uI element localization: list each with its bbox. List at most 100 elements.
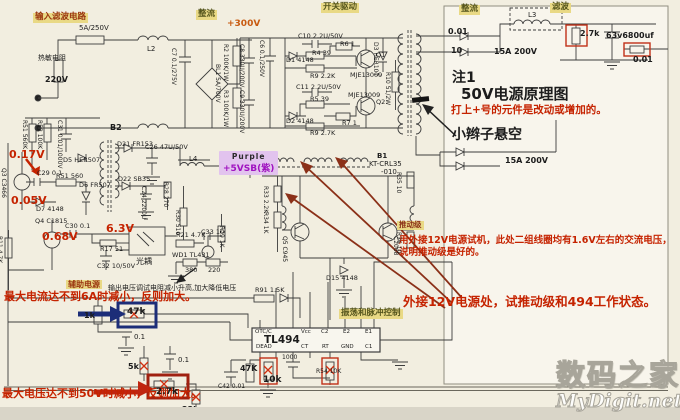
annotation-arrows — [25, 104, 463, 397]
section-label-filter: 滤波 — [550, 2, 572, 13]
component-label: B1 — [377, 152, 388, 160]
component-label: E2 — [343, 329, 350, 335]
component-label: -010 — [381, 168, 397, 176]
component-label: D2 4148 — [286, 117, 314, 125]
component-label: C31 0.01/1000V — [56, 120, 63, 169]
component-label: R11 4.7K — [0, 236, 3, 264]
ground-symbols — [118, 61, 620, 398]
component-label: R10 51/2W — [384, 72, 391, 106]
component-label: B2 — [110, 123, 122, 132]
section-label-aux-power: 辅助电源 — [66, 280, 102, 290]
component-label: R36 10 — [395, 232, 402, 254]
component-label: D1 4148 — [286, 56, 314, 64]
component-label: C2 — [321, 329, 329, 335]
component-label: MJE13009 — [350, 71, 383, 79]
component-label: R52 100K — [36, 120, 43, 150]
component-label: MJE13009 — [348, 91, 381, 99]
component-label: R2 100K/1W — [222, 44, 229, 82]
ext-12v-note: 外接12V电源处，试推动级和494工作状态。 — [403, 294, 657, 309]
component-label: 光耦 — [136, 257, 152, 266]
component-label: C24 2200U — [140, 186, 147, 220]
component-label: C6 0.1/250V — [258, 40, 265, 78]
component-label: D22 SB35 — [118, 175, 151, 183]
component-label: R9 2.2K — [310, 72, 336, 80]
pigtail-note: 小辫子悬空 — [452, 127, 522, 143]
component-label: C42 0.01 — [218, 383, 246, 390]
component-label: OTC/C — [255, 329, 272, 335]
component-label: Q2 — [376, 98, 386, 106]
component-label: D6 FR507 — [79, 181, 111, 189]
component-label: D3 HER107 — [372, 42, 379, 77]
ic-tl494: TL494 — [264, 334, 300, 346]
component-label: GND — [341, 344, 354, 350]
component-label: Q1 — [376, 51, 386, 59]
component-label: E1 — [365, 329, 372, 335]
component-label: C32 10/50V — [97, 262, 136, 270]
component-label: C1 — [365, 344, 373, 350]
standby-rail-label-voltage: +5VSB(紫) — [223, 164, 275, 174]
component-label: L2 — [147, 45, 156, 53]
component-label: C10 2.2U/50V — [298, 32, 343, 40]
modified-part-box-2k7 — [565, 24, 588, 47]
component-label: 63v6800uf — [606, 31, 654, 40]
voltage-63: 6.3V — [106, 222, 134, 235]
component-label: 220 — [208, 266, 221, 274]
bottom-margin-strip — [0, 407, 680, 420]
component-label: 5k — [128, 362, 139, 371]
wires-main — [4, 7, 668, 408]
component-label: Q3 C3466 — [0, 168, 7, 198]
component-label: Q4 C1815 — [35, 217, 68, 225]
component-label: 15A 200V — [494, 47, 537, 56]
component-label: R17 51 — [100, 245, 124, 253]
tuning-note: 输出电压调试电阻减小升高,加大降低电压 — [108, 284, 237, 292]
note1-line: 打上+号的元件是改动或增加的。 — [451, 104, 607, 116]
component-label: 1000 — [282, 354, 298, 361]
section-label-switch-drive: 开关驱动 — [321, 2, 360, 13]
component-label: 2.7k — [580, 29, 600, 38]
standby-rail-label-en: Purple — [231, 152, 266, 161]
transformer-pigtail — [411, 96, 430, 103]
component-label: 0.1 — [178, 356, 190, 364]
component-label: R51 560 — [56, 172, 84, 180]
component-label: C8 330U/200V — [238, 44, 245, 88]
component-label: C11 2.2U/50V — [296, 83, 341, 91]
component-label: Q5 C945 — [281, 236, 288, 263]
component-label: 47k — [127, 307, 146, 317]
component-label: KT-CRL35 — [369, 160, 402, 168]
component-label: R6 1 — [340, 40, 355, 48]
note1-title: 注1 — [452, 70, 476, 86]
section-label-input-filter: 输入滤波电路 — [33, 12, 89, 23]
max-current-note: 最大电流达不到6A时减小，反则加大。 — [4, 290, 197, 303]
component-label: 10 — [451, 46, 463, 55]
component-label: 2.7k — [156, 387, 178, 397]
section-label-rectifier-1: 整流 — [196, 9, 218, 20]
component-label: C7 0.1/275V — [170, 48, 177, 86]
component-label: R33 2.2K — [262, 186, 269, 214]
component-label: R35 10 — [395, 172, 402, 194]
component-label: R3 100K/1W — [222, 90, 229, 128]
component-label: R5 39 — [310, 95, 329, 103]
modified-part-box-10k — [259, 357, 278, 385]
component-label: L3 — [528, 11, 537, 19]
component-label: 0.1 — [134, 333, 146, 341]
component-label: 0.01 — [633, 55, 653, 64]
drive-stage-tag: 推动级 — [397, 220, 424, 230]
max-voltage-note: 最大电压达不到50V时减小，反则加大。 — [2, 387, 202, 400]
component-label: 15A 200V — [505, 156, 548, 165]
component-label: D7 4148 — [36, 205, 64, 213]
component-label: R7 1 — [342, 119, 357, 127]
component-label: RT — [322, 344, 329, 350]
component-label: R4 39 — [312, 49, 331, 57]
component-label: C29 0.1 — [37, 169, 63, 177]
component-label: 1k — [84, 311, 95, 320]
modified-part-marks — [129, 309, 335, 402]
component-label: Vcc — [301, 329, 311, 335]
component-label: D5 HER507 — [63, 156, 101, 164]
component-label: 220V — [45, 75, 68, 84]
component-label: R34 1K — [262, 212, 269, 234]
note-panel — [443, 5, 669, 385]
component-label: R54 10K — [316, 368, 342, 375]
component-label: 47K — [240, 364, 258, 373]
